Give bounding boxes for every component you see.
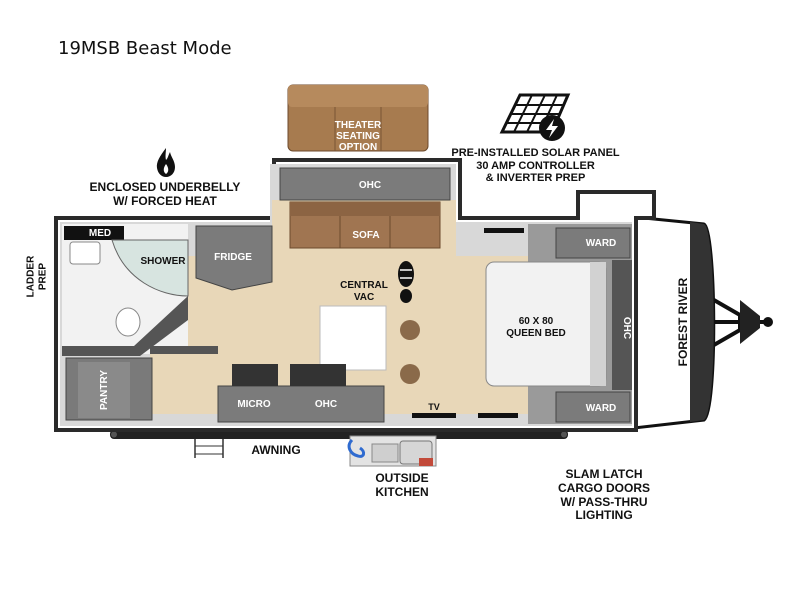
central-vac-line-2: VAC	[354, 292, 374, 303]
underbelly-label: ENCLOSED UNDERBELLY W/ FORCED HEAT	[70, 180, 260, 209]
theater-seating-sofa: THEATER SEATING OPTION	[287, 84, 429, 153]
sofa-label: SOFA	[352, 230, 379, 241]
tv: TV	[412, 402, 518, 418]
entry-step	[194, 439, 224, 458]
cargo-line-3: W/ PASS-THRU	[560, 494, 648, 509]
ohc-top-label: OHC	[359, 180, 381, 191]
outside-kitchen-line-1: OUTSIDE	[375, 471, 429, 485]
shower-label: SHOWER	[141, 256, 187, 267]
pantry-label: PANTRY	[99, 370, 110, 410]
tv-label: TV	[428, 402, 440, 412]
fridge-label: FRIDGE	[214, 252, 252, 263]
outside-kitchen-label: OUTSIDE KITCHEN	[365, 471, 439, 500]
bathroom: MED SHOWER	[62, 224, 189, 356]
ohc-bed-label: OHC	[621, 317, 632, 339]
solar-line-3: & INVERTER PREP	[485, 172, 586, 185]
awning-bar	[110, 430, 568, 439]
outside-kitchen-line-2: KITCHEN	[375, 484, 429, 499]
kitchen-counter: MICRO OHC	[217, 364, 385, 423]
bed-line-1: 60 X 80	[519, 316, 554, 327]
cargo-doors-label: SLAM LATCH CARGO DOORS W/ PASS-THRU LIGH…	[548, 467, 660, 523]
flame-icon	[156, 148, 175, 177]
window-top	[484, 228, 524, 233]
cargo-line-4: LIGHTING	[575, 508, 633, 523]
theater-line-3: OPTION	[339, 142, 377, 153]
med-label: MED	[89, 228, 111, 239]
theater-line-1: THEATER	[335, 120, 382, 131]
ohc-kitchen-label: OHC	[315, 399, 337, 410]
brand-label: FOREST RIVER	[676, 277, 690, 366]
solar-panel-icon	[499, 93, 571, 141]
theater-line-2: SEATING	[336, 131, 380, 142]
bar-stools	[400, 320, 420, 384]
bed-line-2: QUEEN BED	[506, 328, 565, 339]
fridge: FRIDGE	[195, 225, 273, 291]
bedroom: WARD WARD 60 X 80 QUEEN BED OHC	[485, 224, 632, 424]
ohc-top: OHC	[279, 167, 451, 201]
floorplan-title: 19MSB Beast Mode	[58, 38, 232, 59]
solar-line-2: 30 AMP CONTROLLER	[476, 159, 595, 172]
awning-label: AWNING	[251, 443, 301, 457]
micro-label: MICRO	[237, 399, 271, 410]
sofa: SOFA	[289, 201, 441, 249]
outside-kitchen	[347, 435, 437, 467]
cargo-line-2: CARGO DOORS	[557, 480, 650, 495]
solar-line-1: PRE-INSTALLED SOLAR PANEL	[451, 147, 620, 159]
underbelly-line-2: W/ FORCED HEAT	[113, 193, 217, 208]
front-cap: FOREST RIVER	[632, 215, 716, 430]
pantry: PANTRY	[65, 346, 218, 421]
central-vac: CENTRAL VAC	[340, 280, 388, 303]
central-vac-line-1: CENTRAL	[340, 280, 388, 291]
footprint-icon	[398, 261, 414, 303]
ward-bottom-label: WARD	[586, 403, 617, 414]
cargo-line-1: SLAM LATCH	[565, 467, 643, 481]
ward-top-label: WARD	[586, 238, 617, 249]
kitchen-island	[319, 305, 387, 371]
solar-panel-label: PRE-INSTALLED SOLAR PANEL 30 AMP CONTROL…	[448, 147, 623, 185]
underbelly-line-1: ENCLOSED UNDERBELLY	[89, 180, 241, 194]
